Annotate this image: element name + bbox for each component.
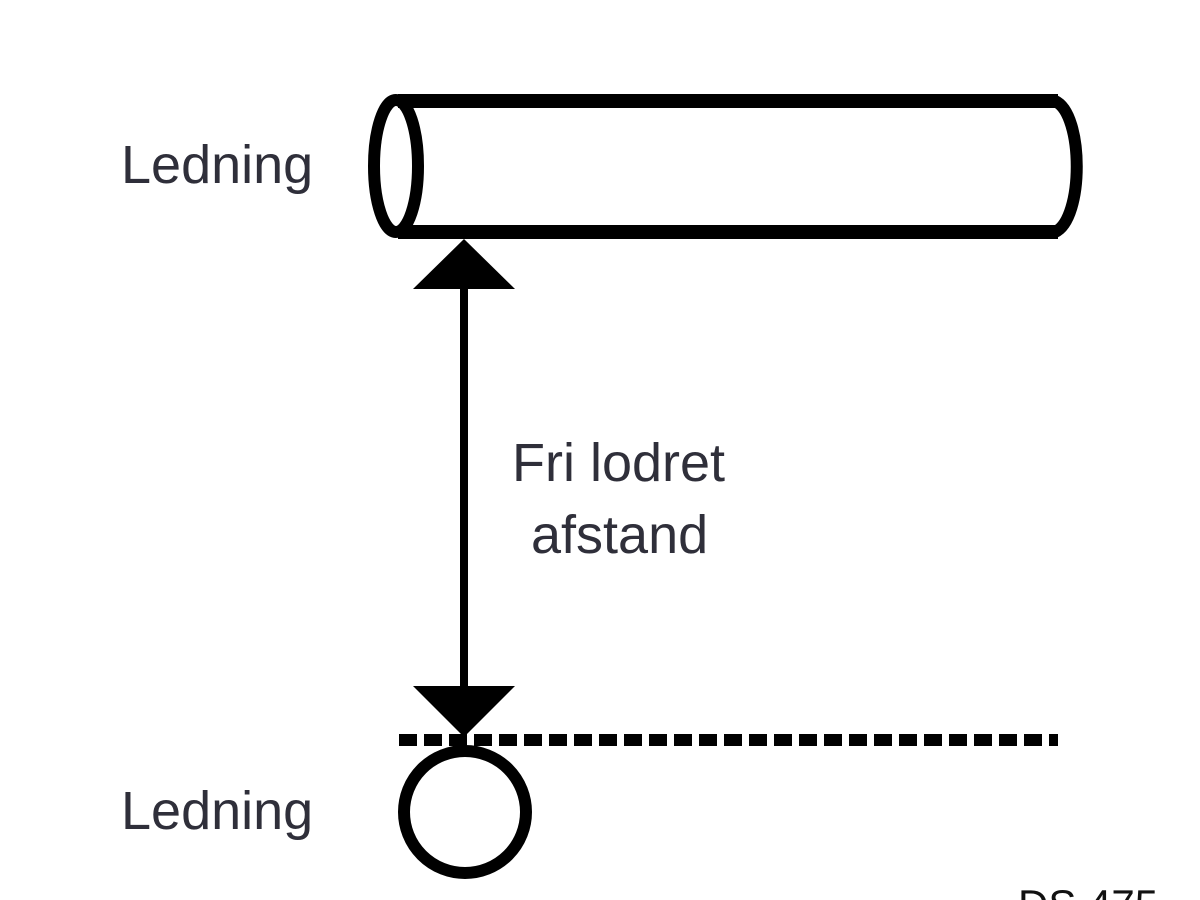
lower-pipe-cross-section: [398, 745, 532, 879]
upper-pipe: [368, 94, 1083, 239]
lower-line-label: Ledning: [121, 781, 313, 841]
upper-pipe-right-end: [1049, 95, 1083, 238]
clearance-dimension-arrow: [413, 239, 515, 737]
source-label: DS 475: [1018, 881, 1158, 900]
arrowhead-down: [413, 686, 515, 737]
upper-line-label: Ledning: [121, 135, 313, 195]
distance-label-line-1: Fri lodret: [512, 433, 725, 493]
distance-label-line-2: afstand: [531, 505, 708, 565]
upper-pipe-left-end: [368, 94, 424, 238]
arrowhead-up: [413, 239, 515, 289]
